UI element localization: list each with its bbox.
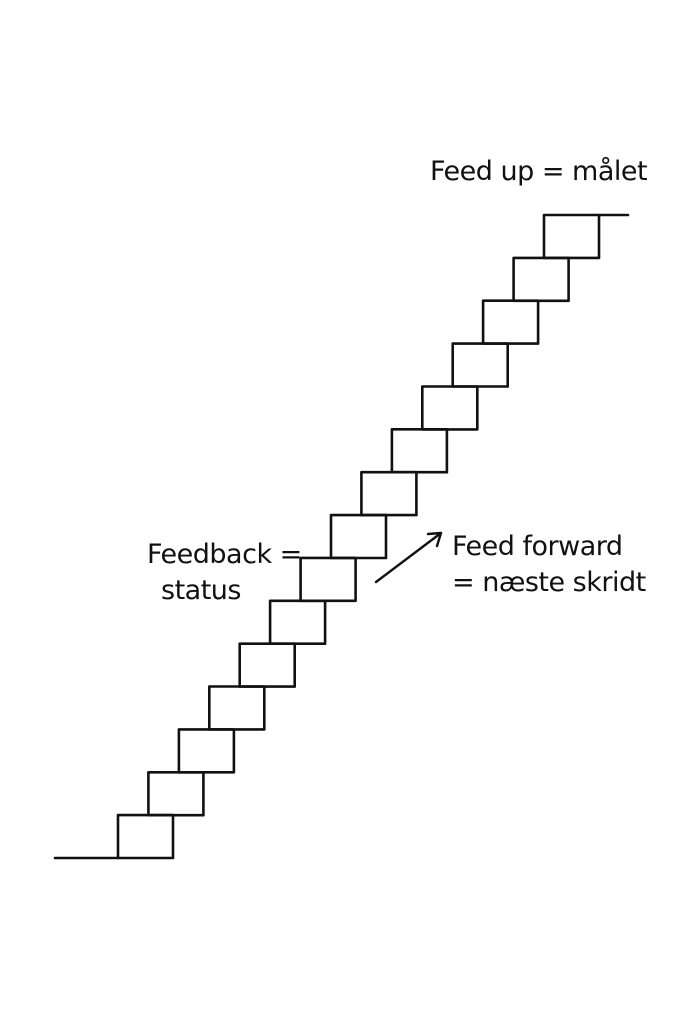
- stair-step: [451, 342, 510, 388]
- stair-step: [147, 770, 205, 817]
- stair-step: [116, 813, 175, 860]
- feed-up-label: Feed up = målet: [430, 156, 648, 187]
- feed-forward-label-line2: = næste skridt: [452, 567, 646, 598]
- feed-forward-label-line1: Feed forward: [452, 531, 623, 562]
- feedback-label: Feedback = status: [147, 537, 302, 609]
- stair-step: [177, 728, 236, 774]
- stair-step: [542, 213, 601, 260]
- stair-step: [360, 470, 418, 517]
- stair-step: [420, 385, 479, 431]
- stair-step: [512, 256, 570, 303]
- feedback-label-line2: status: [161, 575, 241, 606]
- stair-step: [390, 427, 449, 474]
- stair-step: [329, 513, 388, 560]
- arrow-up-right-icon: [374, 531, 443, 584]
- stair-step: [299, 556, 357, 603]
- stair-step: [238, 642, 296, 688]
- feedback-label-line1: Feedback =: [147, 539, 302, 570]
- feed-forward-label: Feed forward = næste skridt: [452, 529, 646, 601]
- staircase: [53, 213, 630, 860]
- stair-step: [268, 599, 327, 645]
- stair-step: [481, 299, 540, 345]
- stair-step: [208, 685, 266, 731]
